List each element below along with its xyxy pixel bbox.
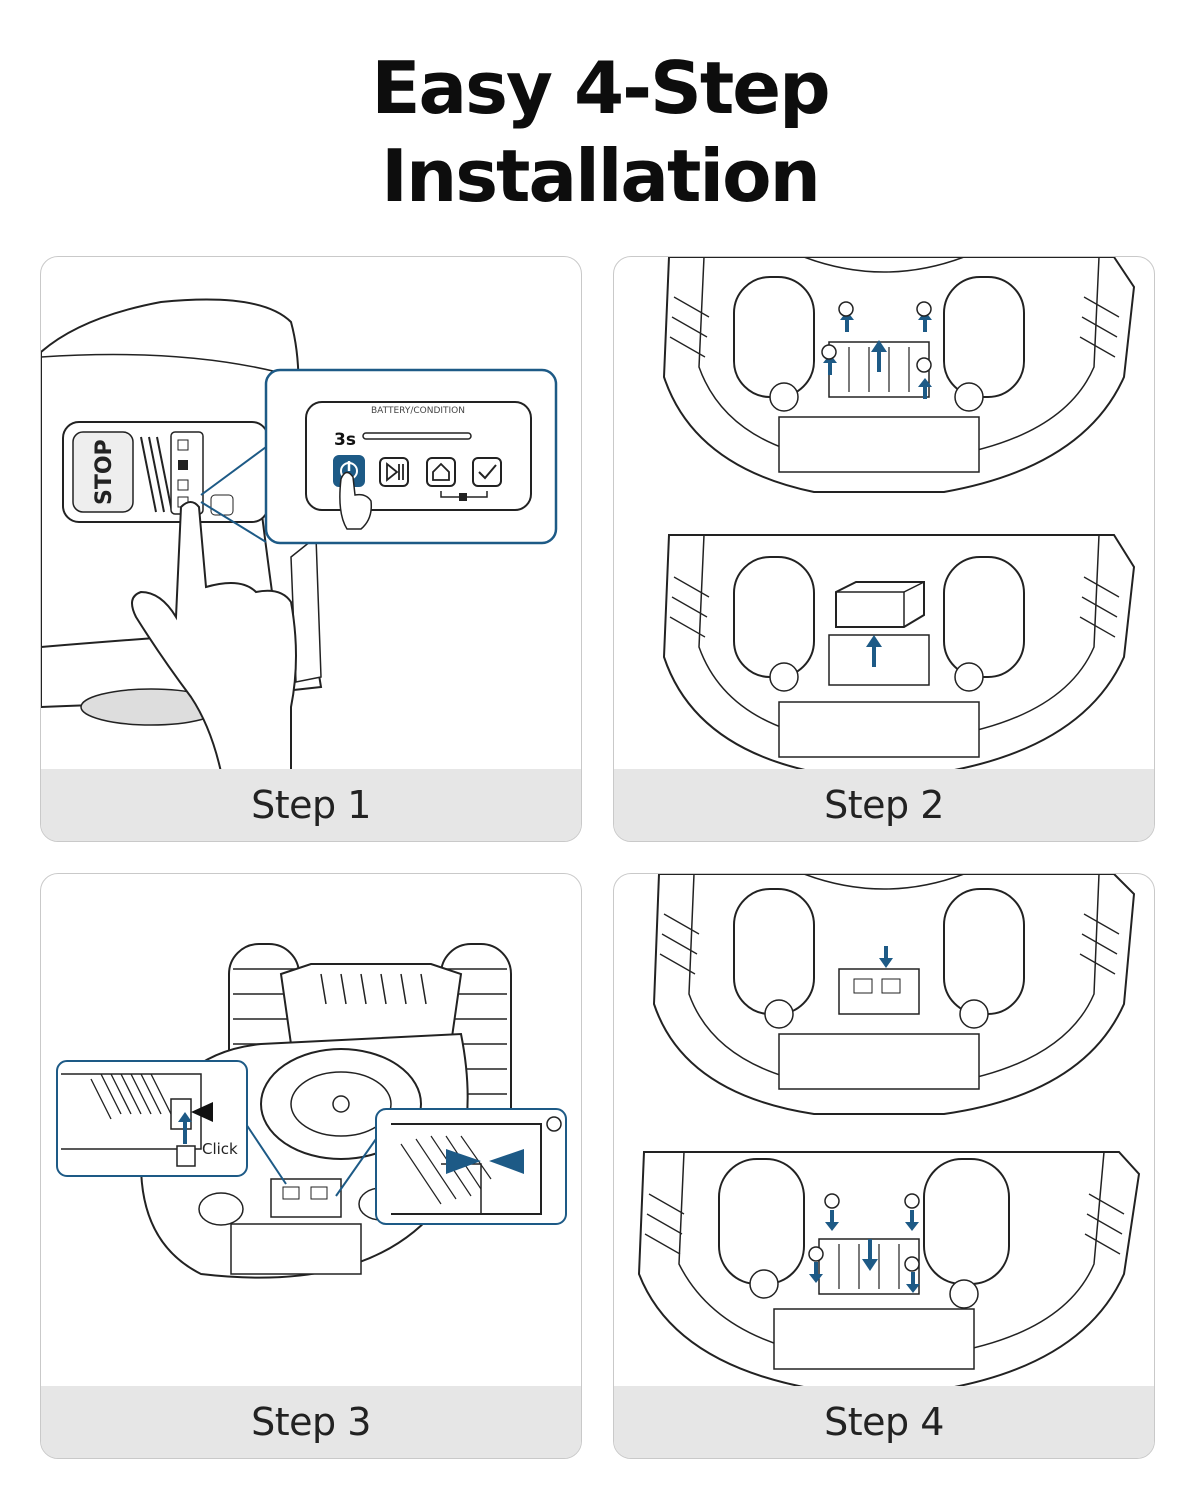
step-4-card: Step 4 bbox=[613, 873, 1155, 1459]
step-1-illustration: STOP BATTERY/CONDITION 3s bbox=[41, 298, 558, 772]
step-1-card: STOP BATTERY/CONDITION 3s bbox=[40, 256, 582, 842]
step-3-card: Click Step 3 bbox=[40, 873, 582, 1459]
check-icon bbox=[472, 457, 502, 487]
step-3-illustration: Click bbox=[56, 943, 567, 1279]
battery-condition-label: BATTERY/CONDITION bbox=[371, 406, 465, 416]
step-2-card: Step 2 bbox=[613, 256, 1155, 842]
step-2-label: Step 2 bbox=[614, 769, 1154, 841]
stop-label: STOP bbox=[92, 439, 117, 505]
title-line-2: Installation bbox=[381, 134, 821, 218]
home-icon bbox=[426, 457, 456, 487]
title-line-1: Easy 4-Step bbox=[371, 46, 830, 130]
page-title: Easy 4-Step Installation bbox=[0, 44, 1200, 220]
step-4-label: Step 4 bbox=[614, 1386, 1154, 1458]
step-2-illustration bbox=[662, 257, 1136, 772]
click-label: Click bbox=[202, 1140, 238, 1158]
play-pause-icon bbox=[379, 457, 409, 487]
step-4-illustration bbox=[637, 874, 1141, 1389]
step-1-label: Step 1 bbox=[41, 769, 581, 841]
step-3-label: Step 3 bbox=[41, 1386, 581, 1458]
hold-time-label: 3s bbox=[334, 430, 356, 450]
